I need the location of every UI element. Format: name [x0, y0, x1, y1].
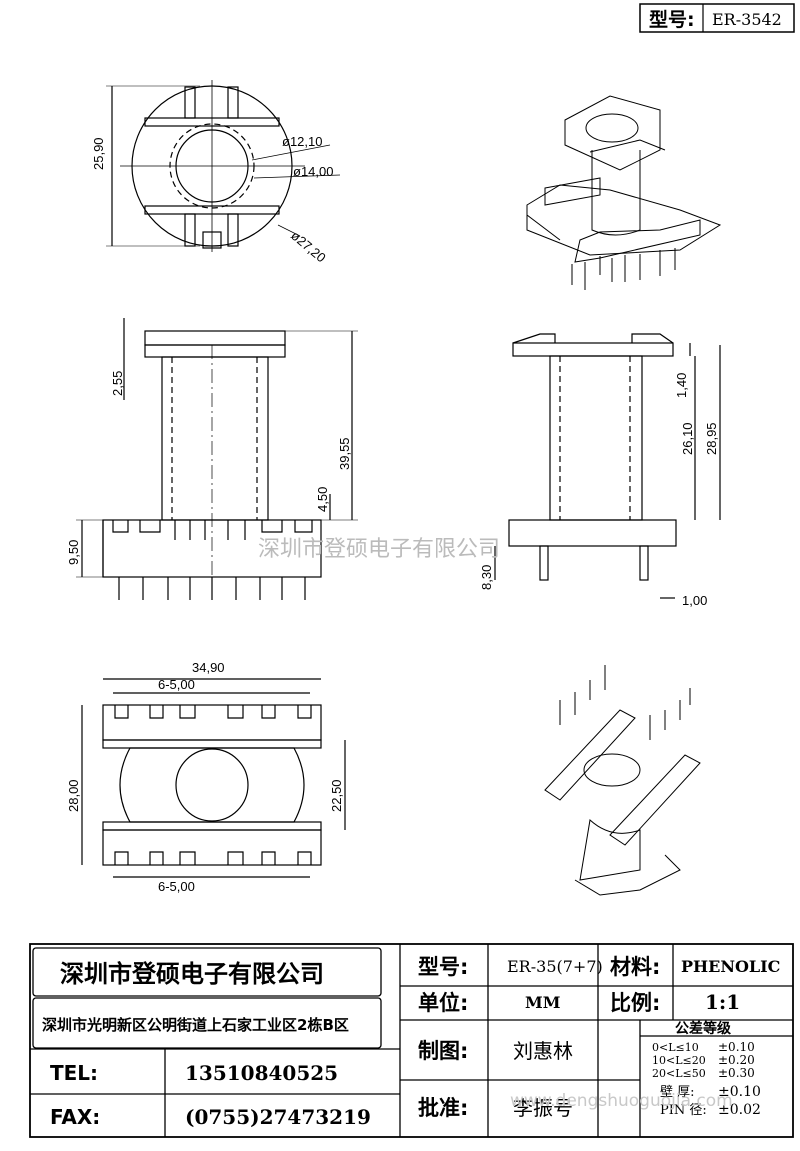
- approved-label: 批准:: [418, 1096, 468, 1120]
- isometric-view-bottom: [544, 665, 701, 896]
- isometric-view-top: [526, 95, 722, 290]
- dim-pin-width: 1,00: [682, 593, 707, 608]
- dim-depth: 28,00: [66, 779, 81, 812]
- dim-pitch-top: 6-5,00: [158, 677, 195, 692]
- scale-label: 比例:: [610, 991, 660, 1015]
- tol-value-2: ±0.30: [718, 1066, 755, 1080]
- tol-value-3: ±0.10: [718, 1084, 761, 1100]
- dim-dia-inner: ø12,10: [282, 134, 322, 149]
- scale-value: 1:1: [705, 990, 740, 1014]
- dim-base-height: 9,50: [66, 540, 81, 565]
- dim-inner-depth: 22,50: [329, 779, 344, 812]
- fax-value: (0755)27473219: [185, 1105, 371, 1129]
- fax-label: FAX:: [50, 1105, 100, 1129]
- tolerance-title: 公差等级: [675, 1020, 732, 1037]
- header-model-value: ER-3542: [712, 10, 782, 29]
- tol-range-0: 0<L≤10: [652, 1041, 699, 1054]
- tol-range-3: 壁 厚:: [660, 1085, 695, 1100]
- model-label: 型号:: [418, 955, 468, 979]
- drawn-label: 制图:: [418, 1039, 468, 1063]
- dim-width: 34,90: [192, 660, 225, 675]
- tol-range-4: PIN 径:: [660, 1103, 707, 1118]
- title-block: [29, 943, 794, 1138]
- material-label: 材料:: [610, 955, 660, 979]
- dim-dia-mid: ø14,00: [293, 164, 333, 179]
- dim-base-gap: 4,50: [315, 487, 330, 512]
- dim-total-height: 39,55: [337, 437, 352, 470]
- tol-value-1: ±0.20: [718, 1053, 755, 1067]
- dim-pitch-bottom: 6-5,00: [158, 879, 195, 894]
- model-value: ER-35(7+7): [507, 957, 603, 976]
- company-name: 深圳市登硕电子有限公司: [60, 960, 324, 988]
- tol-value-0: ±0.10: [718, 1040, 755, 1054]
- watermark-url: www.dengshuoguojia.com: [510, 1091, 733, 1111]
- tol-range-1: 10<L≤20: [652, 1054, 706, 1067]
- top-view: [106, 80, 341, 252]
- side-view: [494, 333, 721, 599]
- approved-value: 李振号: [513, 1096, 573, 1120]
- material-value: PHENOLIC: [681, 957, 780, 976]
- header-model-label: 型号:: [649, 8, 695, 31]
- dim-flange-thickness: 2,55: [110, 371, 125, 396]
- unit-label: 单位:: [418, 991, 468, 1015]
- dim-side-body: 26,10: [680, 422, 695, 455]
- dim-pin-length: 8,30: [479, 565, 494, 590]
- tel-label: TEL:: [50, 1061, 98, 1085]
- drawn-value: 刘惠林: [513, 1039, 573, 1063]
- dim-side-total: 28,95: [704, 422, 719, 455]
- tol-value-4: ±0.02: [718, 1102, 761, 1118]
- watermark-text: 深圳市登硕电子有限公司: [258, 537, 500, 562]
- unit-value: MM: [525, 993, 560, 1012]
- dim-dia-outer: ø27,20: [288, 228, 329, 266]
- dim-top-height: 25,90: [91, 137, 106, 170]
- header-model-box: 型号: ER-3542: [639, 3, 795, 33]
- dim-side-top: 1,40: [674, 373, 689, 398]
- company-address: 深圳市光明新区公明街道上石家工业区2栋B区: [42, 1016, 349, 1034]
- tel-value: 13510840525: [185, 1061, 338, 1085]
- front-view: [76, 318, 358, 600]
- tol-range-2: 20<L≤50: [652, 1067, 706, 1080]
- bottom-view: [81, 678, 346, 878]
